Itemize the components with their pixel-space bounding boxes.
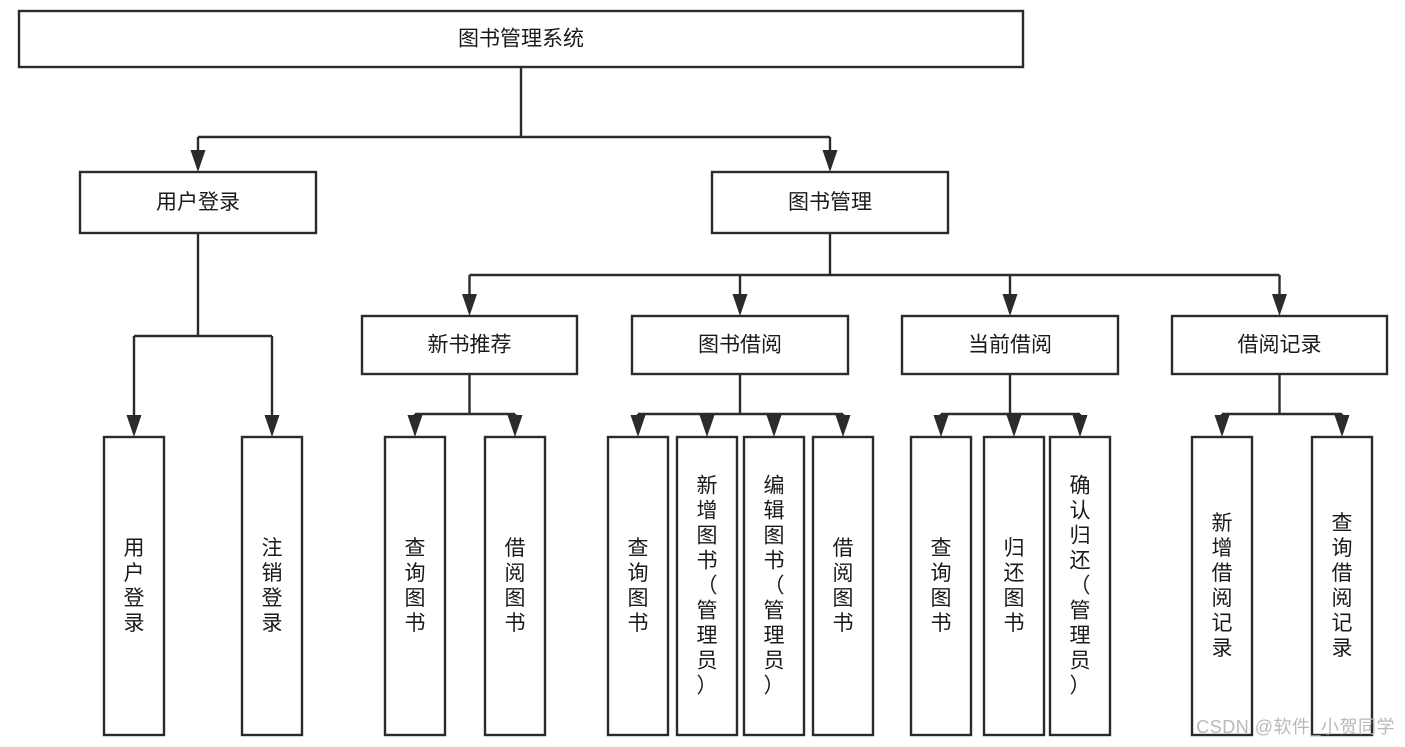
node-label: 查询图书	[628, 537, 649, 635]
node-box[interactable]	[982, 435, 1046, 737]
node-box[interactable]	[17, 9, 1025, 69]
arrow-head-icon	[407, 415, 423, 437]
arrow-head-icon	[630, 415, 646, 437]
node-box[interactable]	[1310, 435, 1374, 737]
node-box[interactable]	[1048, 435, 1112, 737]
arrow-head-icon	[1214, 415, 1230, 437]
node-label: 当前借阅	[968, 334, 1052, 357]
node-注销登录[interactable]: 注销登录	[240, 435, 304, 737]
node-查询图书[interactable]: 查询图书	[383, 435, 447, 737]
arrow-head-icon	[1334, 415, 1350, 437]
node-label: 查询借阅记录	[1332, 512, 1353, 660]
node-查询借阅记录[interactable]: 查询借阅记录	[1310, 435, 1374, 737]
arrow-head-icon	[1272, 294, 1287, 316]
node-box[interactable]	[78, 170, 318, 235]
node-box[interactable]	[742, 435, 806, 737]
node-查询图书[interactable]: 查询图书	[606, 435, 670, 737]
node-box[interactable]	[383, 435, 447, 737]
arrow-head-icon	[835, 415, 851, 437]
node-label: 注销登录	[262, 537, 283, 635]
node-label: 图书借阅	[698, 334, 782, 357]
node-label: 借阅图书	[833, 537, 854, 635]
node-借阅记录[interactable]: 借阅记录	[1170, 314, 1389, 376]
node-用户登录[interactable]: 用户登录	[78, 170, 318, 235]
node-编辑图书管理员[interactable]: 编辑图书（管理员）	[742, 435, 806, 737]
node-label: 确认归还（管理员）	[1070, 475, 1091, 698]
node-确认归还管理员[interactable]: 确认归还（管理员）	[1048, 435, 1112, 737]
node-label: 新书推荐	[428, 334, 512, 357]
node-box[interactable]	[675, 435, 739, 737]
arrow-head-icon	[822, 150, 838, 172]
node-归还图书[interactable]: 归还图书	[982, 435, 1046, 737]
arrow-head-icon	[1006, 415, 1022, 437]
node-box[interactable]	[606, 435, 670, 737]
node-label: 借阅图书	[505, 537, 526, 635]
node-当前借阅[interactable]: 当前借阅	[900, 314, 1120, 376]
node-图书管理[interactable]: 图书管理	[710, 170, 950, 235]
node-box[interactable]	[630, 314, 850, 376]
node-借阅图书[interactable]: 借阅图书	[483, 435, 547, 737]
node-label: 借阅记录	[1238, 334, 1322, 357]
node-查询图书[interactable]: 查询图书	[909, 435, 973, 737]
node-label: 用户登录	[156, 191, 240, 214]
node-借阅图书[interactable]: 借阅图书	[811, 435, 875, 737]
node-新增借阅记录[interactable]: 新增借阅记录	[1190, 435, 1254, 737]
arrow-head-icon	[699, 415, 715, 437]
node-label: 用户登录	[124, 537, 145, 635]
arrow-head-icon	[732, 294, 748, 316]
node-label: 编辑图书（管理员）	[764, 475, 785, 698]
arrow-head-icon	[507, 415, 523, 437]
node-box[interactable]	[102, 435, 166, 737]
arrow-head-icon	[766, 415, 782, 437]
node-label: 查询图书	[405, 537, 426, 635]
node-box[interactable]	[483, 435, 547, 737]
arrow-head-icon	[933, 415, 949, 437]
node-label: 图书管理系统	[458, 28, 584, 51]
arrow-head-icon	[1072, 415, 1088, 437]
node-label: 新增借阅记录	[1212, 512, 1233, 660]
node-box[interactable]	[909, 435, 973, 737]
node-box[interactable]	[900, 314, 1120, 376]
arrow-head-icon	[462, 294, 477, 316]
node-box[interactable]	[1190, 435, 1254, 737]
arrow-head-icon	[264, 415, 280, 437]
arrow-head-icon	[126, 415, 142, 437]
node-label: 查询图书	[931, 537, 952, 635]
connectors-layer	[126, 67, 1350, 437]
node-新书推荐[interactable]: 新书推荐	[360, 314, 579, 376]
arrow-head-icon	[190, 150, 206, 172]
node-图书借阅[interactable]: 图书借阅	[630, 314, 850, 376]
node-label: 归还图书	[1004, 537, 1025, 635]
arrow-head-icon	[1002, 294, 1018, 316]
node-label: 图书管理	[788, 191, 872, 214]
node-box[interactable]	[1170, 314, 1389, 376]
node-图书管理系统[interactable]: 图书管理系统	[17, 9, 1025, 69]
node-box[interactable]	[710, 170, 950, 235]
node-label: 新增图书（管理员）	[697, 475, 718, 698]
node-box[interactable]	[240, 435, 304, 737]
node-用户登录[interactable]: 用户登录	[102, 435, 166, 737]
node-box[interactable]	[360, 314, 579, 376]
node-box[interactable]	[811, 435, 875, 737]
node-新增图书管理员[interactable]: 新增图书（管理员）	[675, 435, 739, 737]
nodes-layer: 图书管理系统用户登录图书管理用户登录注销登录新书推荐查询图书借阅图书图书借阅查询…	[17, 9, 1389, 737]
